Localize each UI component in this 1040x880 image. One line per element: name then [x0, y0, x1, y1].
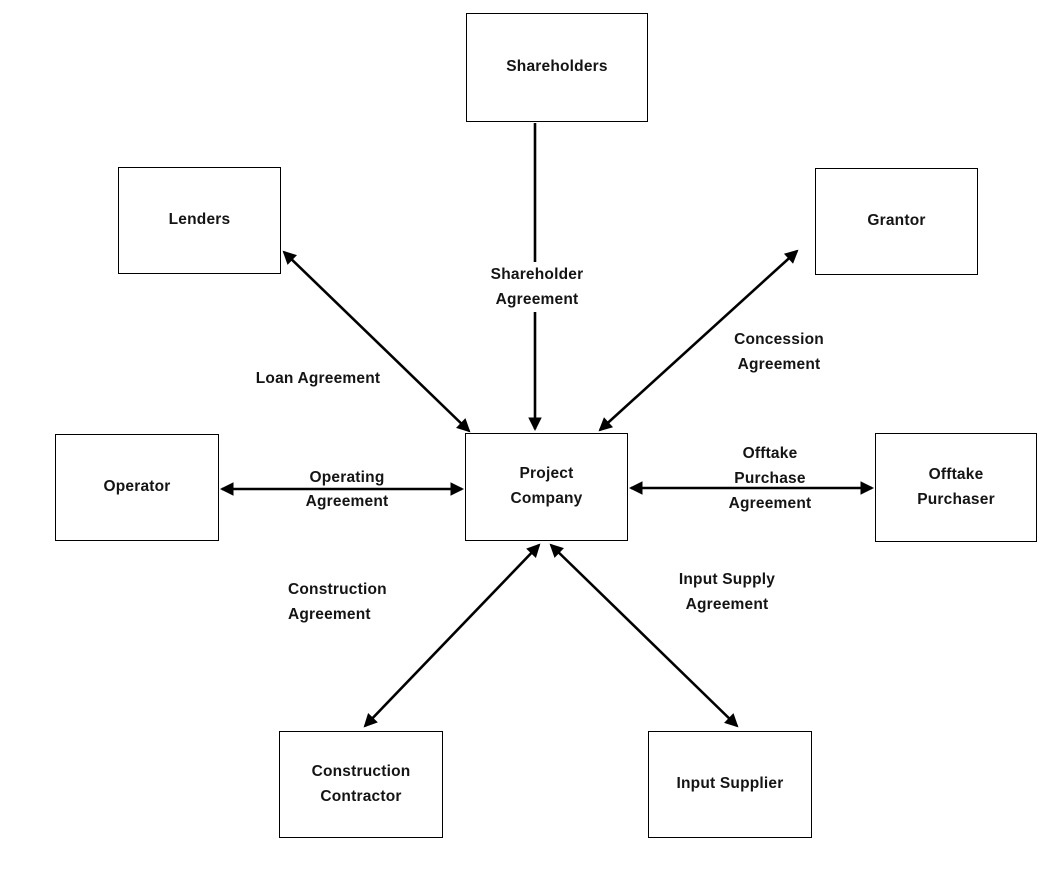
edge-construction-agreement	[363, 543, 541, 728]
edge-concession-agreement	[598, 249, 799, 432]
node-shareholders: Shareholders	[466, 13, 648, 122]
edge-label-construction-agreement: Construction Agreement	[288, 581, 387, 623]
node-input-supplier: Input Supplier	[648, 731, 812, 838]
edge-label-shareholder-agreement: Shareholder Agreement	[467, 262, 607, 312]
node-construction-contractor: Construction Contractor	[279, 731, 443, 838]
node-grantor: Grantor	[815, 168, 978, 275]
node-project-company: Project Company	[465, 433, 628, 541]
edge-label-offtake-purchase-agreement: Offtake Purchase Agreement	[728, 445, 812, 512]
edge-label-loan-agreement: Loan Agreement	[255, 370, 381, 387]
node-offtake-purchaser: Offtake Purchaser	[875, 433, 1037, 542]
edge-label-operating-agreement: Operating Agreement	[305, 469, 389, 510]
edge-label-input-supply-agreement: Input Supply Agreement	[678, 571, 776, 613]
edge-loan-agreement	[282, 250, 471, 433]
edge-input-supply-agreement	[549, 543, 739, 728]
edge-label-concession-agreement: Concession Agreement	[734, 331, 824, 373]
node-lenders: Lenders	[118, 167, 281, 274]
node-operator: Operator	[55, 434, 219, 541]
